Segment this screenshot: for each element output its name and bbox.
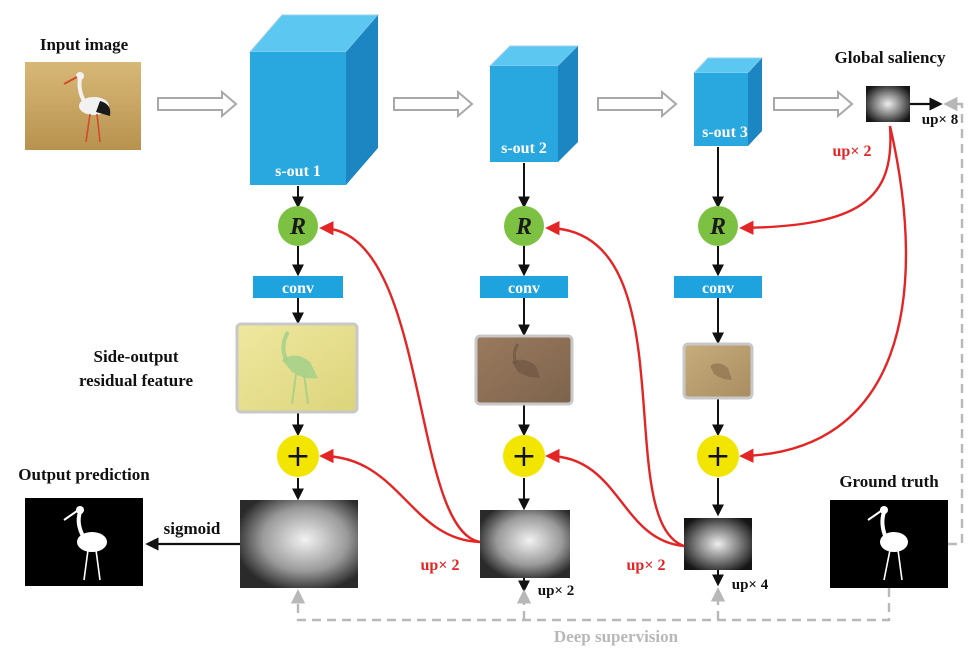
input-image-thumbnail xyxy=(25,62,141,150)
hollow-arrow-2 xyxy=(393,89,474,119)
stage2-up2-label: up× 2 xyxy=(538,583,574,599)
conv-bar-3: conv xyxy=(674,276,762,298)
r-node-3-label: R xyxy=(709,214,726,240)
hollow-arrow-4 xyxy=(773,89,854,119)
red-arrow-global-to-plus3 xyxy=(739,125,908,463)
output-prediction-image xyxy=(25,498,143,586)
stage-output-3 xyxy=(684,518,752,570)
conv-2-label: conv xyxy=(508,280,540,297)
ground-truth-image xyxy=(830,500,948,588)
sigmoid-label: sigmoid xyxy=(164,519,221,538)
r-node-3: R xyxy=(698,206,738,246)
r-node-1: R xyxy=(278,206,318,246)
global-saliency-label: Global saliency xyxy=(835,48,946,67)
up8-label: up× 8 xyxy=(922,112,958,128)
red-arrow-out2-to-plus1 xyxy=(319,448,481,544)
red-arrow-global-to-r3 xyxy=(739,125,892,236)
plus-node-2: + xyxy=(503,435,545,477)
hollow-arrow-1 xyxy=(157,89,238,119)
sout-2-label: s-out 2 xyxy=(501,140,547,157)
plus-node-1: + xyxy=(277,435,319,477)
deep-supervision-to-global xyxy=(943,96,964,546)
r-node-1-label: R xyxy=(289,214,306,240)
global-saliency-map xyxy=(866,86,910,122)
output-prediction-label: Output prediction xyxy=(18,465,150,484)
conv-3-label: conv xyxy=(702,280,734,297)
deep-supervision-bottom-line xyxy=(290,588,891,622)
stage3-up2-red-label: up× 2 xyxy=(627,557,666,574)
deep-supervision-label: Deep supervision xyxy=(554,627,679,646)
global-up2-label: up× 2 xyxy=(833,143,872,160)
ground-truth-label: Ground truth xyxy=(839,472,939,491)
residual-feature-2 xyxy=(474,334,574,406)
r-node-2: R xyxy=(504,206,544,246)
sout-1-label: s-out 1 xyxy=(275,163,321,180)
red-arrow-out3-to-plus2 xyxy=(545,448,685,548)
plus-node-2-label: + xyxy=(511,439,536,474)
plus-node-1-label: + xyxy=(285,439,310,474)
cube-stage-2 xyxy=(488,45,580,162)
red-arrow-out2-to-r1 xyxy=(319,221,481,544)
conv-bar-1: conv xyxy=(253,276,343,298)
side-output-label-line1: Side-output xyxy=(93,347,178,366)
input-image-label: Input image xyxy=(40,35,129,54)
conv-1-label: conv xyxy=(282,280,314,297)
plus-node-3: + xyxy=(697,435,739,477)
sout-3-label: s-out 3 xyxy=(702,124,748,141)
cube-stage-1 xyxy=(248,14,380,185)
stage2-up2-red-label: up× 2 xyxy=(421,557,460,574)
stage-output-2 xyxy=(480,510,570,578)
plus-node-3-label: + xyxy=(705,439,730,474)
residual-feature-1 xyxy=(235,322,359,414)
side-output-label-line2: residual feature xyxy=(79,371,194,390)
stage-output-1 xyxy=(240,500,358,588)
cube-stage-3 xyxy=(692,57,764,146)
stage3-up4-label: up× 4 xyxy=(732,577,769,593)
residual-feature-3 xyxy=(682,342,754,400)
red-arrow-out3-to-r2 xyxy=(545,220,685,548)
conv-bar-2: conv xyxy=(480,276,568,298)
r-node-2-label: R xyxy=(515,214,532,240)
hollow-arrow-3 xyxy=(597,89,678,119)
